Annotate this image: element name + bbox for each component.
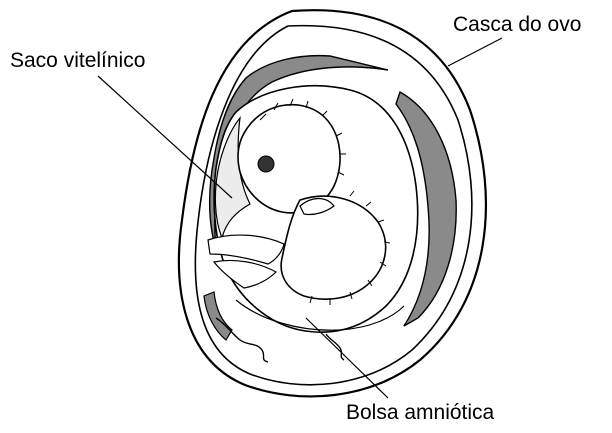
label-egg-shell: Casca do ovo (453, 13, 581, 37)
embryo-eye (258, 156, 274, 172)
label-yolk-sac: Saco vitelínico (10, 49, 145, 73)
leader-egg-shell (448, 38, 502, 66)
label-amniotic-sac: Bolsa amniótica (346, 401, 494, 425)
